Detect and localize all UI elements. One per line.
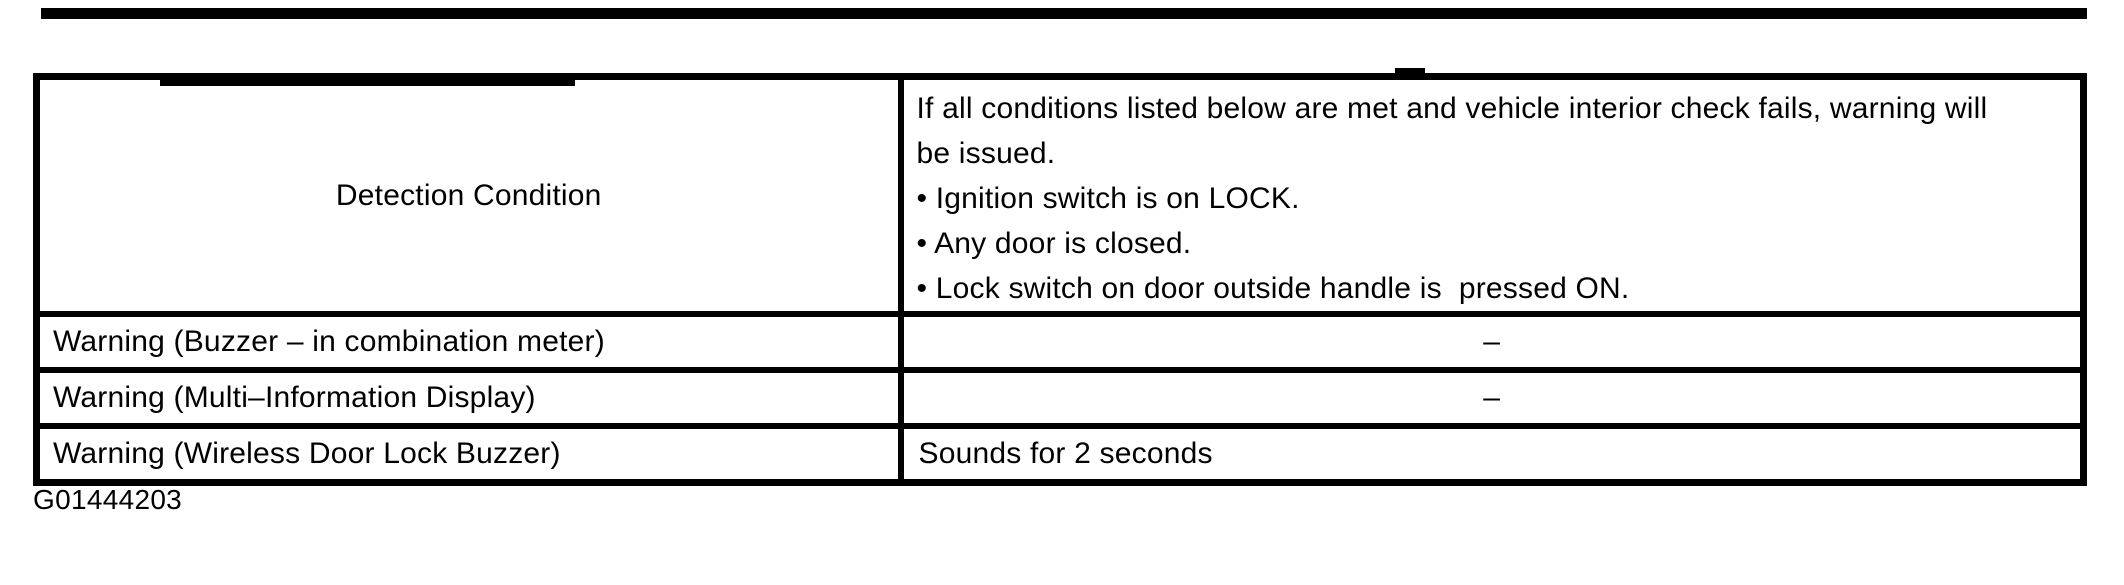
warning-display-label: Warning (Multi–Information Display) <box>33 367 904 429</box>
table-row-warning-wireless: Warning (Wireless Door Lock Buzzer) Soun… <box>33 423 2087 486</box>
top-scan-artifact-bar <box>41 8 2087 19</box>
warning-buzzer-value: – <box>897 311 2087 373</box>
condition-intro-line-2: be issued. <box>916 137 1056 170</box>
document-table: Detection Condition If all conditions li… <box>33 73 2087 486</box>
condition-bullet-ignition: • Ignition switch is on LOCK. <box>916 182 1300 215</box>
warning-wireless-value: Sounds for 2 seconds <box>897 423 2087 486</box>
table-row-detection-condition: Detection Condition If all conditions li… <box>33 73 2087 317</box>
table-row-warning-display: Warning (Multi–Information Display) – <box>33 367 2087 429</box>
warning-buzzer-label: Warning (Buzzer – in combination meter) <box>33 311 904 373</box>
condition-intro-line-1: If all conditions listed below are met a… <box>916 92 1988 125</box>
top-border-artifact <box>160 79 575 86</box>
warning-wireless-label: Warning (Wireless Door Lock Buzzer) <box>33 423 904 486</box>
condition-bullet-door: • Any door is closed. <box>916 227 1192 260</box>
top-border-notch <box>1395 68 1425 76</box>
figure-id: G01444203 <box>33 484 183 515</box>
detection-condition-details: If all conditions listed below are met a… <box>897 73 2087 317</box>
detection-condition-label: Detection Condition <box>33 73 904 317</box>
condition-bullet-lock-switch: • Lock switch on door outside handle is … <box>916 272 1630 305</box>
warning-display-value: – <box>897 367 2087 429</box>
table-row-warning-buzzer: Warning (Buzzer – in combination meter) … <box>33 311 2087 373</box>
